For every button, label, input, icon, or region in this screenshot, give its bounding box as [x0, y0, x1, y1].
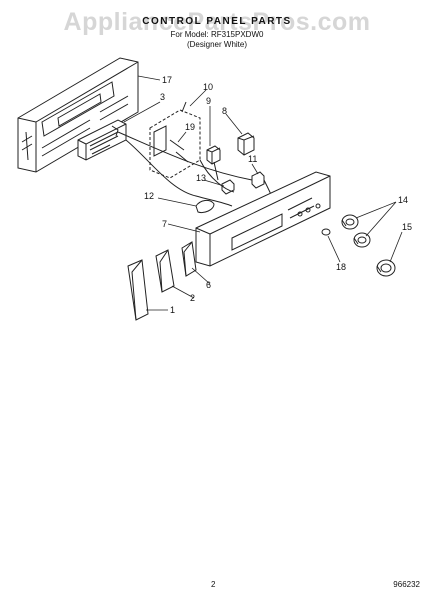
callout-1: 1	[170, 305, 175, 315]
page-number: 2	[211, 580, 216, 589]
callout-6: 6	[206, 280, 211, 290]
watermark: AppliancePartsPros.com	[63, 8, 371, 36]
part-8-switch[interactable]	[237, 132, 255, 156]
part-3-clock-module[interactable]	[77, 119, 127, 161]
diagram-title: CONTROL PANEL PARTS	[142, 16, 292, 27]
part-17-rear-panel[interactable]	[17, 57, 139, 173]
part-1-end-cap[interactable]	[127, 259, 149, 321]
part-18-spindle[interactable]	[321, 228, 331, 236]
color-variant: (Designer White)	[186, 40, 247, 49]
document-code: 966232	[393, 580, 420, 589]
callout-17: 17	[162, 75, 172, 85]
part-9-switch[interactable]	[206, 145, 221, 165]
callout-18: 18	[336, 262, 346, 272]
part-6-side-bracket[interactable]	[181, 241, 197, 277]
part-7-control-panel[interactable]	[195, 171, 331, 267]
leader-lines	[123, 75, 403, 311]
part-15-knob[interactable]	[376, 259, 396, 277]
callout-13: 13	[196, 173, 206, 183]
callout-11: 11	[248, 154, 257, 164]
part-11-connector[interactable]	[251, 171, 265, 189]
callout-8: 8	[222, 106, 227, 116]
part-13-clip[interactable]	[221, 179, 235, 195]
part-14-knob-upper[interactable]	[341, 214, 359, 230]
callout-2: 2	[190, 293, 195, 303]
callout-3: 3	[160, 92, 165, 102]
callout-12: 12	[144, 191, 154, 201]
part-10-bracket[interactable]	[149, 101, 201, 179]
callout-19: 19	[185, 122, 195, 132]
callout-numbers: 17 3 10 9 8 19 11 13 12 7 14 15 18 6 2 1	[144, 75, 412, 315]
callout-14: 14	[398, 195, 408, 205]
callout-15: 15	[402, 222, 412, 232]
part-14-knob-lower[interactable]	[353, 232, 371, 248]
part-12-bracket[interactable]	[195, 199, 215, 213]
callout-10: 10	[203, 82, 213, 92]
callout-7: 7	[162, 219, 167, 229]
callout-9: 9	[206, 96, 211, 106]
part-2-end-cap[interactable]	[155, 249, 175, 293]
model-number: For Model: RF315PXDW0	[170, 30, 264, 39]
